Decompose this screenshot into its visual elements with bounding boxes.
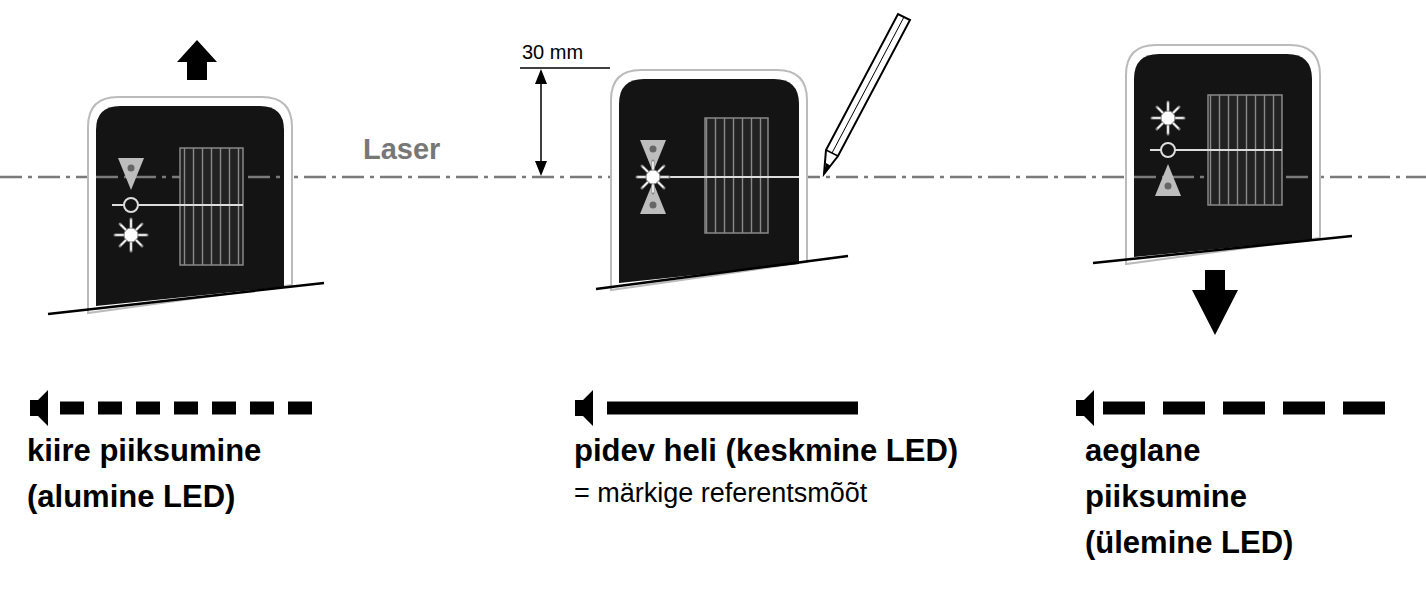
dimension-label: 30 mm: [522, 40, 583, 64]
instruction-note: = märkige referentsmõõt: [574, 474, 867, 514]
signal-description: aeglane piiksumine (ülemine LED): [1085, 428, 1350, 566]
signal-description: pidev heli (keskmine LED): [574, 428, 958, 474]
laser-label: Laser: [363, 132, 440, 167]
detector-center: [520, 14, 910, 290]
signal-description: kiire piiksumine (alumine LED): [27, 428, 327, 520]
detector-high: [1093, 45, 1352, 335]
sound-indicator: [30, 390, 1390, 426]
detector-low: [48, 40, 324, 314]
